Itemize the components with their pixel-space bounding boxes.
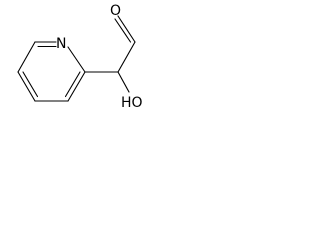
bond-c3-c4-double <box>64 71 81 98</box>
bond-cho-to-o <box>117 15 136 43</box>
molecule-structure: N O HO <box>17 3 143 111</box>
bond-c1-c2 <box>17 41 36 73</box>
bond-c3-c4 <box>67 71 86 102</box>
side-chain <box>84 15 136 93</box>
nitrogen-label: N <box>56 36 66 52</box>
pyridine-ring <box>17 41 86 102</box>
bond-chc-to-oh <box>117 71 130 93</box>
bond-n-c3 <box>67 46 86 73</box>
bond-c5-c1 <box>17 71 36 102</box>
aldehyde-oxygen-label: O <box>110 3 121 19</box>
hydroxyl-label: HO <box>121 95 143 111</box>
bond-c5-c1-double <box>22 71 39 98</box>
structure-canvas: N O HO <box>0 0 161 119</box>
bond-cho-to-o-double <box>114 18 132 43</box>
bond-chc-to-cho <box>117 41 136 73</box>
